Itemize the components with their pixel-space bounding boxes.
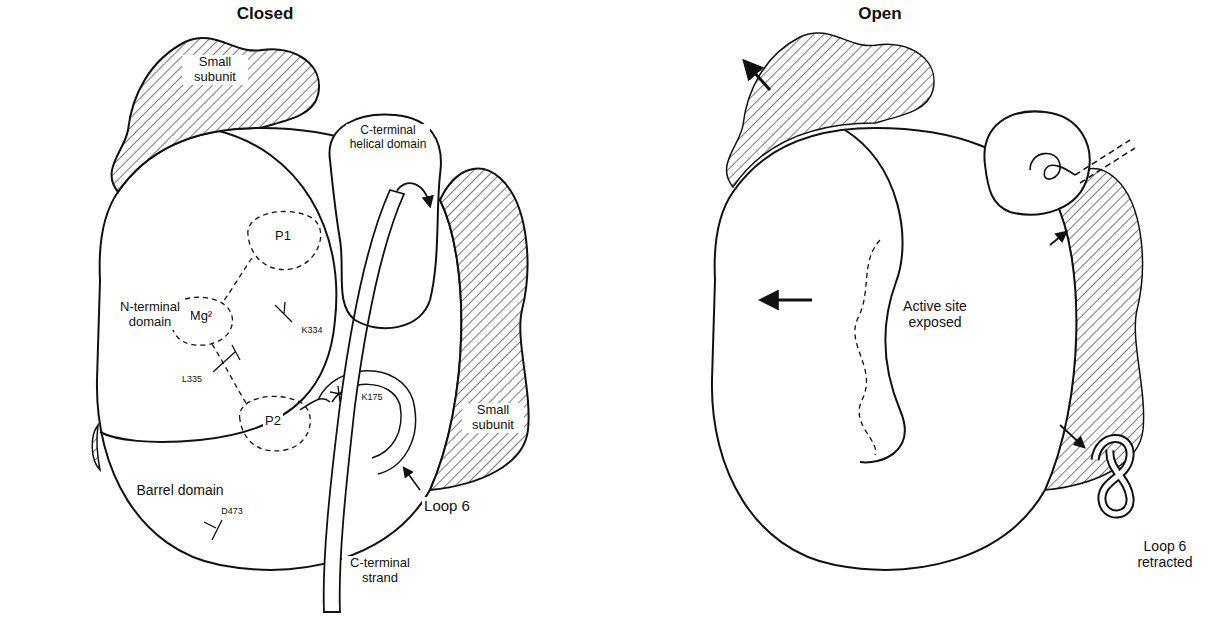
binding-site: P1 — [240, 200, 335, 280]
dashed-bridge — [212, 258, 252, 403]
node-label: Mg² — [188, 309, 214, 324]
strand-dashed — [1075, 140, 1135, 183]
cleft-outline — [845, 130, 905, 462]
helical-domain: C-terminal helical domain — [322, 108, 447, 340]
c-terminal-strand — [324, 190, 404, 612]
node-label: C-terminal helical domain — [346, 124, 430, 152]
strand-arrow — [397, 183, 430, 206]
loop-label: Loop 6 retracted — [1125, 538, 1205, 570]
node-shape — [112, 38, 319, 192]
helical-domain-open — [984, 111, 1089, 214]
binding-site: P2 — [230, 385, 325, 460]
node-shape — [330, 115, 441, 329]
node-label: P2 — [263, 414, 283, 429]
helical-arrow — [1050, 232, 1066, 245]
node-outline — [425, 150, 537, 495]
strand-coil — [1030, 154, 1075, 180]
node-label: Small subunit — [462, 403, 524, 433]
loop-6-retracted-coil — [1095, 438, 1130, 514]
residue-label: L335 — [180, 374, 204, 384]
site-label: Active site exposed — [898, 298, 972, 330]
node-shape — [240, 396, 311, 451]
panel-title: Closed — [235, 4, 296, 24]
strand-label: C-terminal strand — [342, 556, 418, 586]
small-subunit: Small subunit — [425, 150, 537, 495]
n-terminal-boundary — [100, 130, 336, 442]
domain-label: N-terminal domain — [109, 300, 191, 330]
node-shape — [430, 169, 529, 490]
panel-title: Open — [856, 4, 903, 24]
residue-label: D473 — [219, 506, 245, 516]
loop-label: Loop 6 — [422, 497, 472, 514]
node-label: Small subunit — [182, 55, 248, 85]
residue-label: K334 — [299, 325, 324, 335]
closed-panel — [92, 115, 461, 612]
small-subunit: Small subunit — [95, 25, 330, 200]
loop-arrow — [1060, 425, 1084, 447]
left-small-bump — [92, 425, 100, 470]
open-panel — [712, 33, 1144, 570]
loop-6-arrow — [404, 468, 420, 490]
residue-label: K175 — [359, 392, 384, 402]
small-subunit-arrow — [745, 62, 770, 90]
node-shape — [248, 212, 321, 270]
n-domain-arrow — [762, 299, 812, 302]
node-outline — [95, 25, 330, 200]
active-site-dashed — [855, 240, 880, 455]
domain-label: Barrel domain — [134, 482, 225, 498]
node-label: P1 — [273, 229, 293, 244]
